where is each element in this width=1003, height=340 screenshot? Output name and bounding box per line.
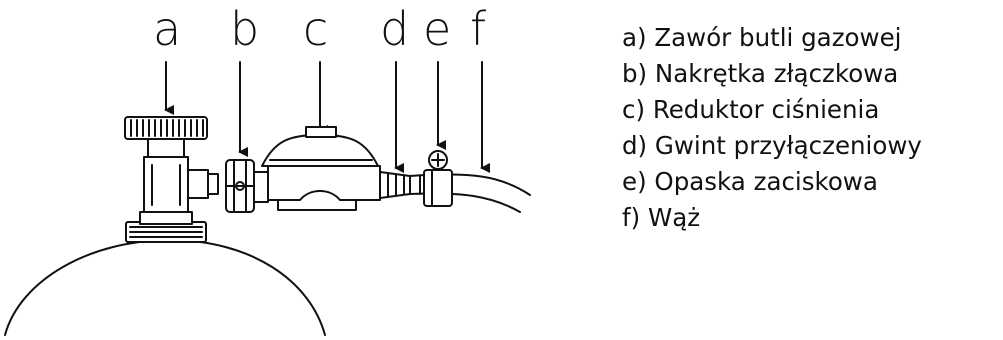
legend-item-e: e) Opaska zaciskowa — [622, 167, 878, 196]
legend: a) Zawór butli gazowej b) Nakrętka złącz… — [622, 20, 1002, 236]
legend-item-b: b) Nakrętka złączkowa — [622, 59, 899, 88]
label-e: e — [423, 2, 452, 56]
union-nut — [226, 160, 254, 212]
cylinder-neck — [126, 212, 206, 242]
hose-clamp — [424, 151, 452, 206]
label-c: c — [303, 2, 329, 56]
label-b: b — [230, 2, 260, 56]
label-d: d — [380, 2, 410, 56]
pressure-regulator — [254, 127, 380, 210]
gas-cylinder-diagram: a b c d e f — [0, 2, 600, 340]
legend-item-d: d) Gwint przyłączeniowy — [622, 131, 922, 160]
label-f: f — [470, 2, 487, 56]
legend-item-c: c) Reduktor ciśnienia — [622, 95, 880, 124]
gas-valve — [125, 117, 218, 212]
legend-item-f: f) Wąż — [622, 203, 701, 232]
legend-item-a: a) Zawór butli gazowej — [622, 23, 902, 52]
label-a: a — [153, 2, 182, 56]
threaded-connector — [380, 172, 410, 198]
arrows — [164, 62, 490, 173]
gas-cylinder — [5, 240, 325, 335]
